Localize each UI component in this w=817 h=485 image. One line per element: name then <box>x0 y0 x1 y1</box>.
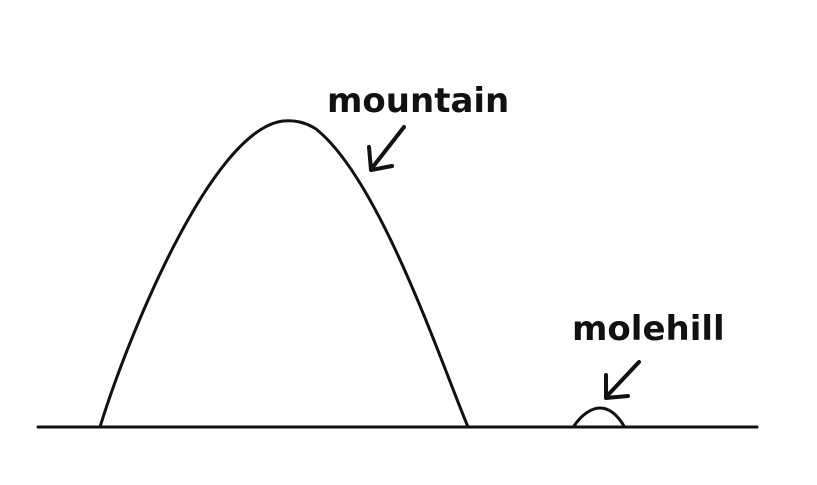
molehill-shape <box>572 406 626 428</box>
molehill-arrow-icon <box>604 360 641 400</box>
molehill-label: molehill <box>572 309 725 349</box>
mountain-shape <box>98 119 470 429</box>
mountain-label: mountain <box>327 81 509 121</box>
mountain-arrow-icon <box>367 125 406 172</box>
